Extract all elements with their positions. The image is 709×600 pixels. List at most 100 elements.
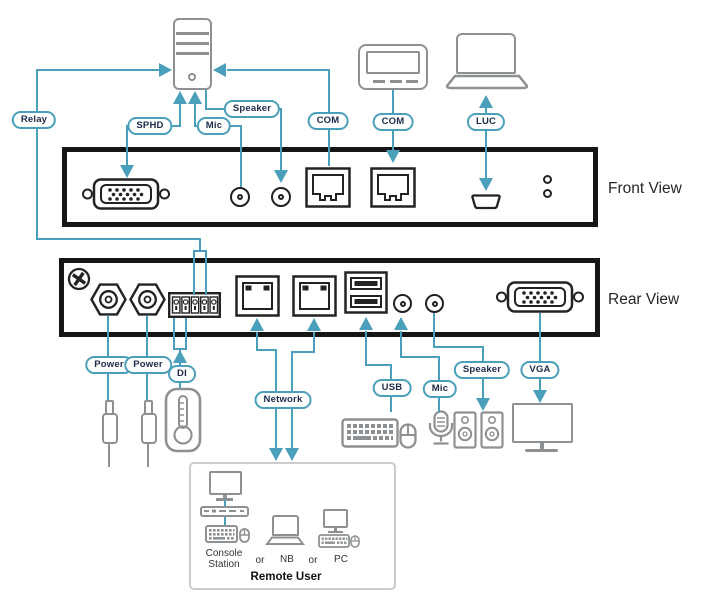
console-station-ports	[204, 509, 244, 513]
rear-mic-label: Mic	[422, 380, 458, 398]
console-monitor-stand	[223, 495, 227, 498]
nb-laptop-base	[265, 536, 305, 545]
rear-mic-arrow	[394, 317, 408, 330]
relay-line	[199, 238, 201, 251]
pc-label: PC	[334, 554, 348, 565]
nb-label: NB	[280, 554, 294, 565]
network-line-2	[313, 332, 315, 352]
pc-keyboard-icon	[318, 534, 350, 548]
monitor-stand	[540, 443, 544, 449]
rear-speaker-label: Speaker	[453, 361, 511, 379]
relay-line	[36, 70, 38, 240]
network-line-2	[292, 351, 315, 353]
console-monitor-base	[216, 498, 233, 501]
com-panel-label: COM	[372, 113, 414, 131]
power-jack-2	[129, 283, 166, 316]
usb-line	[365, 364, 392, 366]
relay-line	[205, 250, 207, 295]
relay-di-terminal-block	[168, 292, 221, 318]
rear-mic-line	[400, 331, 402, 358]
rear-speaker-jack-center	[431, 300, 438, 307]
relay-line	[193, 250, 207, 252]
sphd-arrow	[120, 165, 134, 178]
rear-rj45-port-2	[292, 275, 337, 317]
network-arrow	[250, 318, 264, 331]
laptop-icon	[456, 33, 516, 74]
network-arrow	[269, 448, 283, 461]
luc-line	[485, 108, 487, 178]
rear-mic-line	[400, 356, 440, 358]
serial-console-screen	[366, 51, 420, 74]
power-jack-1	[90, 283, 127, 316]
di-label: DI	[168, 365, 196, 383]
console-monitor-icon	[209, 471, 242, 495]
console-keyboard-icon	[205, 525, 238, 543]
vga-label: VGA	[520, 361, 560, 379]
microphone-icon	[428, 410, 454, 445]
power-plug-icon-1-body	[101, 413, 118, 444]
front-speaker-label: Speaker	[223, 100, 281, 118]
front-mic-arrow	[188, 91, 202, 104]
rear-rj45-port-1	[235, 275, 280, 317]
serial-console-button	[390, 80, 402, 83]
com-panel-arrow	[386, 150, 400, 163]
front-mic-label: Mic	[196, 117, 232, 135]
pc-monitor-base	[328, 531, 343, 533]
di-arrow	[173, 350, 187, 363]
sphd-line	[126, 125, 128, 166]
front-speaker-line	[205, 90, 207, 109]
relay-line	[193, 250, 195, 295]
front-led-indicator-1	[543, 175, 552, 184]
relay-line	[36, 238, 201, 240]
console-mouse-icon	[239, 528, 250, 543]
front-led-indicator-2	[543, 189, 552, 198]
network-line-1	[256, 332, 258, 350]
pc-tower-bay	[176, 52, 209, 55]
console-station-label-line2: Station	[208, 559, 240, 570]
front-speaker-jack-center	[278, 194, 284, 200]
pc-monitor-stand	[334, 528, 337, 531]
sphd-arrow	[173, 91, 187, 104]
console-station-label-line1: Console	[205, 548, 243, 559]
com-pc-line	[227, 69, 330, 71]
keyboard-icon	[341, 418, 399, 448]
front-view-label: Front View	[608, 180, 682, 197]
rear-speaker-line	[433, 346, 484, 348]
sphd-line	[179, 104, 181, 126]
pc-tower-bay	[176, 32, 209, 35]
relay-line	[36, 69, 159, 71]
usb-arrow	[359, 317, 373, 330]
front-speaker-arrow	[274, 170, 288, 183]
com-pc-label: COM	[307, 112, 349, 130]
or-label-2: or	[308, 555, 318, 566]
remote-user-title: Remote User	[250, 571, 322, 583]
front-mic-jack-center	[237, 194, 243, 200]
power-plug-icon-2-body	[140, 413, 157, 444]
mini-usb-port	[471, 194, 501, 210]
mouse-icon	[399, 423, 417, 449]
or-label-1: or	[255, 555, 265, 566]
power-label-2: Power	[124, 356, 172, 374]
front-rj45-port-1	[305, 167, 351, 208]
serial-console-button	[373, 80, 385, 83]
power-plug-wire-1	[108, 444, 110, 467]
network-arrow	[307, 318, 321, 331]
laptop-base	[445, 74, 529, 90]
luc-label: LUC	[466, 113, 506, 131]
front-mic-line	[240, 125, 242, 187]
monitor-icon	[512, 403, 573, 443]
relay-label: Relay	[11, 111, 57, 129]
pc-tower-bay	[176, 42, 209, 45]
usb-ports	[344, 271, 388, 314]
vga-port	[496, 281, 584, 313]
thermometer-sensor-icon	[164, 387, 202, 453]
luc-arrow	[479, 95, 493, 108]
rear-view-label: Rear View	[608, 291, 680, 308]
front-mic-line	[194, 104, 196, 126]
usb-label: USB	[372, 379, 412, 397]
di-line	[185, 318, 187, 349]
network-line-1	[256, 349, 277, 351]
com-pc-arrow	[213, 63, 226, 77]
rear-speaker-arrow	[476, 398, 490, 411]
